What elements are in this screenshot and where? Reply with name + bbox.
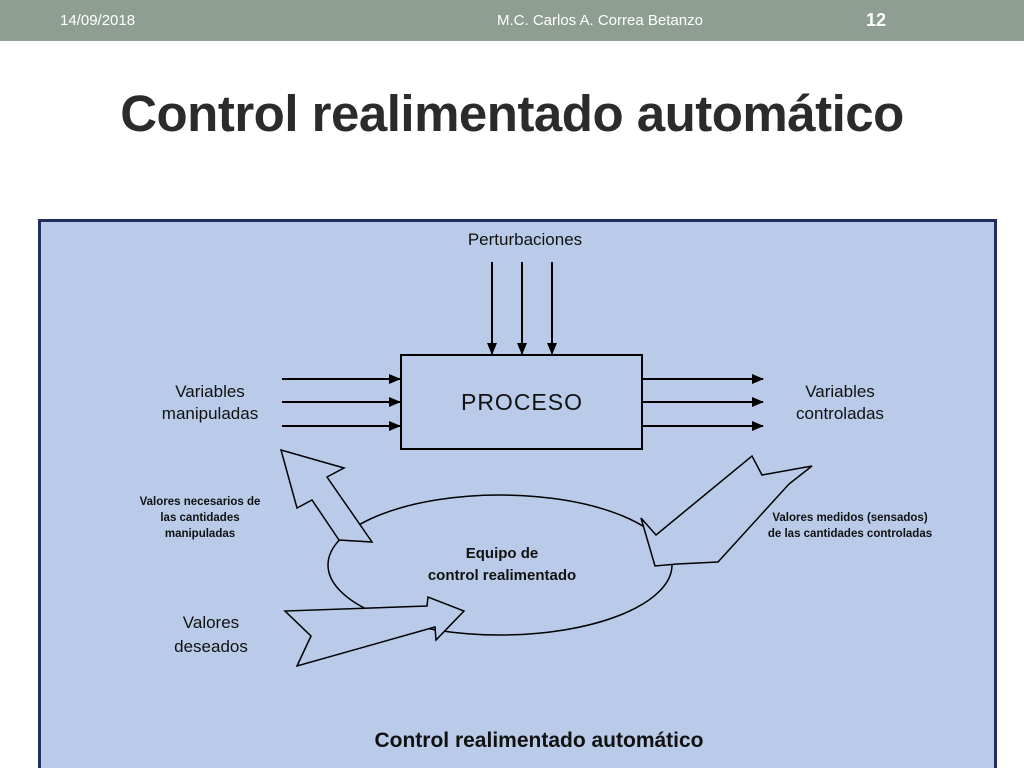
output-arrows [643,374,764,431]
necessary-values-label-line3: manipuladas [165,528,235,540]
slide-header-bar: 14/09/2018 M.C. Carlos A. Correa Betanzo… [0,0,1024,41]
necessary-values-label-line2: las cantidades [160,512,239,524]
disturbances-label: Perturbaciones [468,230,582,249]
input-arrows [282,374,401,431]
controller-label-line2: control realimentado [428,567,576,584]
necessary-values-label-line1: Valores necesarios de [140,496,261,508]
command-arrow [279,448,374,543]
measured-values-label-line2: de las cantidades controladas [768,528,932,540]
disturbance-arrows [487,262,557,355]
manipulated-variables-label-line1: Variables [175,382,245,401]
slide-author: M.C. Carlos A. Correa Betanzo [497,12,703,29]
setpoint-arrow [283,595,466,668]
slide-date: 14/09/2018 [60,12,136,29]
desired-values-label-line1: Valores [183,613,239,632]
diagram-panel [38,219,997,768]
slide-page-number: 12 [866,10,887,30]
slide-title: Control realimentado automático [120,85,904,142]
measured-values-label-line1: Valores medidos (sensados) [772,512,927,524]
process-label: PROCESO [461,389,583,415]
controlled-variables-label-line1: Variables [805,382,875,401]
controlled-variables-label-line2: controladas [796,404,884,423]
measurement-arrow [640,454,813,567]
diagram-caption: Control realimentado automático [374,729,703,752]
manipulated-variables-label-line2: manipuladas [162,404,258,423]
controller-label-line1: Equipo de [466,545,539,562]
desired-values-label-line2: deseados [174,637,248,656]
process-block [400,354,643,450]
